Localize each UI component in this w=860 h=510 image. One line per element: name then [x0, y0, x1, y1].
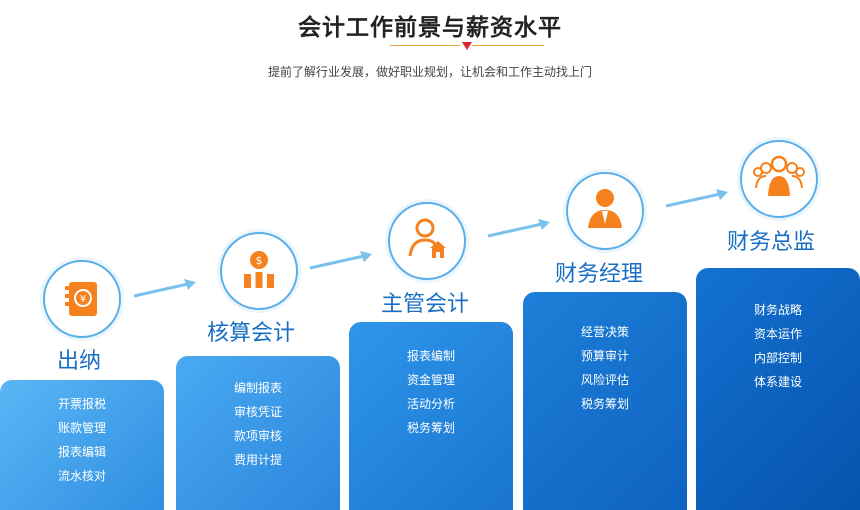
stage-icon-circle [740, 140, 818, 218]
list-item: 内部控制 [753, 351, 802, 365]
title-marker-triangle [462, 42, 472, 50]
stage-panel: 报表编制 资金管理 活动分析 税务筹划 [349, 322, 513, 510]
list-item: 审核凭证 [233, 405, 282, 419]
manager-icon [588, 189, 622, 228]
stage-title: 核算会计 [207, 321, 296, 346]
list-item: 预算审计 [580, 349, 629, 363]
stage-title: 主管会计 [381, 292, 470, 317]
arrow-icon [133, 279, 196, 298]
stage-icon-circle [388, 202, 466, 280]
list-item: 活动分析 [406, 397, 455, 411]
list-item: 税务筹划 [580, 397, 629, 411]
money-chart-icon: $ [244, 251, 274, 288]
stage-icon-circle: ¥ [43, 260, 121, 338]
arrow-icon [665, 189, 728, 208]
list-item: 账款管理 [57, 421, 106, 435]
stage-panel: 经营决策 预算审计 风险评估 税务筹划 [523, 292, 687, 510]
person-house-icon [408, 218, 446, 258]
list-item: 税务筹划 [406, 421, 455, 435]
ledger-icon: ¥ [65, 282, 97, 316]
team-icon [753, 155, 805, 196]
title-underline-right [472, 45, 544, 46]
stage-title: 财务经理 [555, 262, 644, 287]
title-underline-left [390, 45, 460, 46]
list-item: 资本运作 [753, 327, 802, 341]
list-item: 风险评估 [580, 373, 629, 387]
stage-icon-circle [566, 172, 644, 250]
arrow-icon [309, 251, 372, 270]
svg-text:$: $ [256, 254, 263, 267]
list-item: 费用计提 [233, 453, 282, 467]
arrow-icon [487, 219, 550, 238]
stage-panel: 开票报税 账款管理 报表编辑 流水核对 [0, 380, 164, 510]
svg-text:¥: ¥ [80, 294, 86, 305]
stage-title: 出纳 [57, 349, 102, 374]
page-subtitle: 提前了解行业发展，做好职业规划，让机会和工作主动找上门 [267, 65, 592, 79]
stage-icon-circle: $ [220, 232, 298, 310]
list-item: 体系建设 [753, 375, 802, 389]
stage-title: 财务总监 [727, 230, 816, 255]
list-item: 报表编辑 [57, 445, 106, 459]
list-item: 流水核对 [57, 469, 106, 483]
list-item: 款项审核 [233, 429, 282, 443]
list-item: 经营决策 [580, 325, 629, 339]
list-item: 资金管理 [406, 373, 455, 387]
stage-panel: 编制报表 审核凭证 款项审核 费用计提 [176, 356, 340, 510]
list-item: 编制报表 [233, 381, 282, 395]
list-item: 开票报税 [57, 397, 106, 411]
list-item: 报表编制 [406, 349, 455, 363]
stage-panel: 财务战略 资本运作 内部控制 体系建设 [696, 268, 860, 510]
page-title: 会计工作前景与薪资水平 [298, 15, 562, 41]
list-item: 财务战略 [753, 303, 802, 317]
